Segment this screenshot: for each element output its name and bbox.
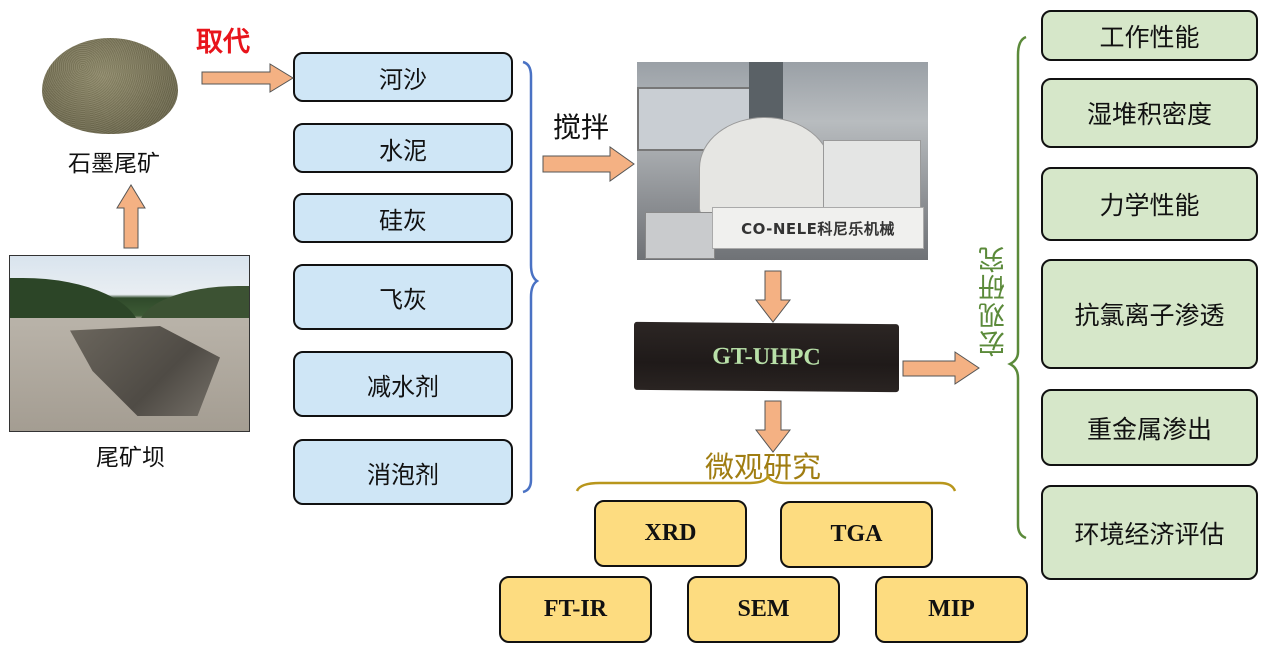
ingredient-label: 消泡剂 xyxy=(367,460,439,489)
tailings-dam-photo xyxy=(9,255,250,432)
arrow-right-icon xyxy=(902,351,980,385)
macro-label: 工作性能 xyxy=(1099,22,1200,52)
macro-brace xyxy=(1007,35,1027,540)
micro-label: SEM xyxy=(737,596,790,622)
ingredient-label: 水泥 xyxy=(379,136,427,165)
graphite-tailings-photo xyxy=(42,38,178,134)
tailings-dam-label: 尾矿坝 xyxy=(96,445,165,471)
mixing-label: 搅拌 xyxy=(553,111,610,144)
mixer-photo: CO-NELE科尼乐机械 xyxy=(637,62,928,260)
micro-study-title: 微观研究 xyxy=(705,450,822,484)
ingredient-label: 飞灰 xyxy=(379,285,427,314)
micro-box-tga: TGA xyxy=(780,501,933,568)
arrow-right-icon xyxy=(542,146,635,182)
ingredients-brace xyxy=(522,60,540,494)
ingredient-box-silica-fume: 硅灰 xyxy=(293,193,513,243)
micro-label: XRD xyxy=(644,520,697,546)
replace-label: 取代 xyxy=(196,27,250,58)
arrow-down-icon xyxy=(754,270,792,323)
macro-box-wet-packing-density: 湿堆积密度 xyxy=(1041,78,1258,148)
ingredient-box-river-sand: 河沙 xyxy=(293,52,513,102)
mixer-brand-label: CO-NELE科尼乐机械 xyxy=(712,207,924,249)
macro-label: 抗氯离子渗透 xyxy=(1074,301,1225,330)
ingredient-label: 硅灰 xyxy=(379,206,427,235)
ingredient-label: 河沙 xyxy=(379,65,427,94)
arrow-right-icon xyxy=(201,63,294,93)
micro-box-mip: MIP xyxy=(875,576,1028,643)
ingredient-box-water-reducer: 减水剂 xyxy=(293,351,513,417)
micro-box-sem: SEM xyxy=(687,576,840,643)
ingredient-box-cement: 水泥 xyxy=(293,123,513,173)
arrow-up-icon xyxy=(116,184,146,249)
micro-box-xrd: XRD xyxy=(594,500,747,567)
macro-box-mechanical-properties: 力学性能 xyxy=(1041,167,1258,241)
arrow-down-icon xyxy=(754,400,792,453)
macro-label: 力学性能 xyxy=(1099,191,1200,220)
macro-box-chloride-penetration: 抗氯离子渗透 xyxy=(1041,259,1258,369)
micro-label: MIP xyxy=(928,596,975,622)
macro-label: 环境经济评估 xyxy=(1074,519,1225,549)
micro-brace xyxy=(575,472,957,492)
ingredient-box-fly-ash: 飞灰 xyxy=(293,264,513,330)
micro-box-ftir: FT-IR xyxy=(499,576,652,643)
micro-label: TGA xyxy=(830,521,883,547)
macro-box-environmental-economic-assessment: 环境经济评估 xyxy=(1041,485,1258,580)
ingredient-box-defoamer: 消泡剂 xyxy=(293,439,513,505)
micro-label: FT-IR xyxy=(543,596,608,622)
graphite-tailings-label: 石墨尾矿 xyxy=(68,151,160,177)
macro-box-workability: 工作性能 xyxy=(1041,10,1258,61)
macro-box-heavy-metal-leaching: 重金属渗出 xyxy=(1041,389,1258,466)
macro-label: 重金属渗出 xyxy=(1086,414,1212,444)
ingredient-label: 减水剂 xyxy=(367,372,439,401)
macro-label: 湿堆积密度 xyxy=(1086,100,1212,129)
